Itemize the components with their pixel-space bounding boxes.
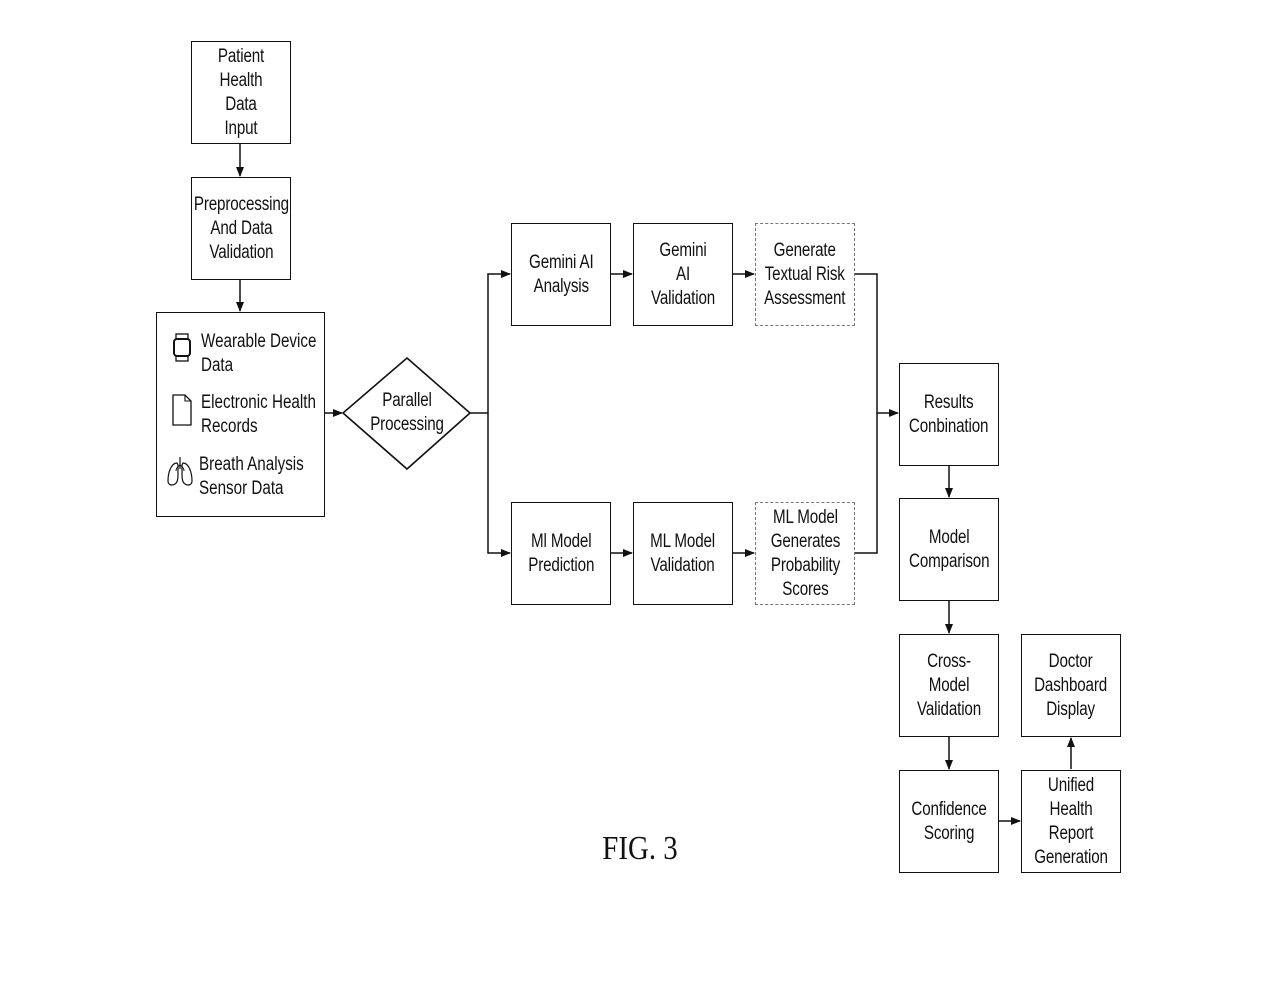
lungs-icon <box>167 457 193 486</box>
breath-analysis-sensor-data-label: Breath Analysis Sensor Data <box>199 454 304 499</box>
results-combination-label: Results Conbination <box>909 391 989 437</box>
cross-model-validation-box: Cross-Model Validation <box>899 634 999 737</box>
source-ehr: Electronic Health Records <box>167 391 351 439</box>
ml-model-validation-box: ML Model Validation <box>633 502 733 605</box>
gemini-ai-analysis-label: Gemini AI Analysis <box>528 251 594 297</box>
arrow-risk-to-results <box>854 273 899 417</box>
smartwatch-icon <box>173 333 191 362</box>
preprocessing-box: Preprocessing And Data Validation <box>191 177 291 280</box>
parallel-processing-label: Parallel Processing <box>370 390 444 435</box>
probability-scores-box: ML Model Generates Probability Scores <box>755 502 855 605</box>
ml-model-prediction-box: Ml Model Prediction <box>511 502 611 605</box>
arrow-parallel-to-gemini <box>470 270 511 414</box>
unified-health-report-box: Unified Health Report Generation <box>1021 770 1121 873</box>
model-comparison-label: Model Comparison <box>908 526 990 572</box>
textual-risk-assessment-label: Generate Textual Risk Assessment <box>764 239 846 309</box>
cross-model-validation-label: Cross-Model Validation <box>916 650 982 720</box>
gemini-ai-analysis-box: Gemini AI Analysis <box>511 223 611 326</box>
preprocessing-label: Preprocessing And Data Validation <box>193 193 289 263</box>
parallel-processing-diamond <box>341 356 472 471</box>
patient-health-data-input-label: Patient Health Data Input <box>217 45 265 139</box>
confidence-scoring-label: Confidence Scoring <box>911 798 987 844</box>
electronic-health-records-label: Electronic Health Records <box>201 392 316 437</box>
probability-scores-label: ML Model Generates Probability Scores <box>770 506 840 600</box>
arrow-parallel-to-ml <box>487 413 511 557</box>
arrow-scores-to-results <box>854 413 878 554</box>
source-breath: Breath Analysis Sensor Data <box>165 453 349 501</box>
doctor-dashboard-label: Doctor Dashboard Display <box>1034 650 1108 720</box>
confidence-scoring-box: Confidence Scoring <box>899 770 999 873</box>
gemini-ai-validation-label: Gemini AI Validation <box>650 239 716 309</box>
results-combination-box: Results Conbination <box>899 363 999 466</box>
patient-health-data-input-box: Patient Health Data Input <box>191 41 291 144</box>
data-sources-box: Wearable Device Data Electronic Health R… <box>156 312 325 517</box>
doctor-dashboard-box: Doctor Dashboard Display <box>1021 634 1121 737</box>
unified-health-report-label: Unified Health Report Generation <box>1034 774 1108 868</box>
parallel-processing-text: Parallel Processing <box>343 380 471 446</box>
ml-model-prediction-label: Ml Model Prediction <box>528 530 594 576</box>
source-wearable: Wearable Device Data <box>167 330 351 378</box>
textual-risk-assessment-box: Generate Textual Risk Assessment <box>755 223 855 326</box>
ml-model-validation-label: ML Model Validation <box>650 530 716 576</box>
wearable-device-data-label: Wearable Device Data <box>201 331 317 376</box>
gemini-ai-validation-box: Gemini AI Validation <box>633 223 733 326</box>
figure-label: FIG. 3 <box>602 830 678 867</box>
model-comparison-box: Model Comparison <box>899 498 999 601</box>
document-icon <box>172 394 192 426</box>
